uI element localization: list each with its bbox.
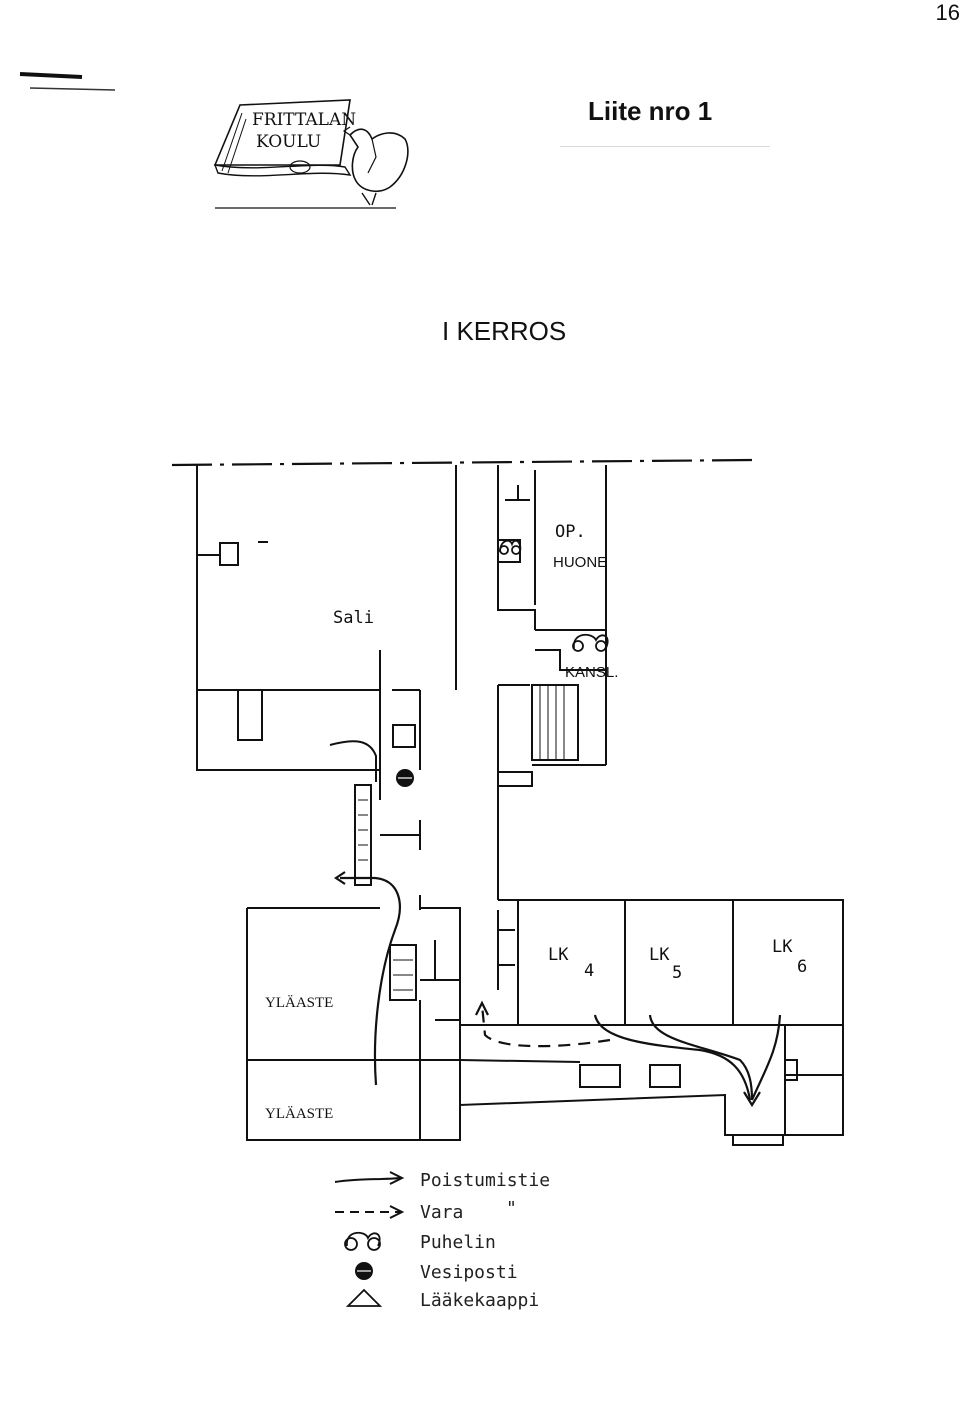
room-lk5: LK (649, 945, 670, 965)
phone-icon (499, 539, 522, 555)
room-op: OP. (555, 522, 586, 542)
legend-first-aid: Lääkekaappi (345, 1288, 539, 1311)
hydrant-icon (396, 769, 414, 787)
room-ylaaste-upper: YLÄASTE (265, 994, 333, 1011)
hydrant-icon (355, 1262, 373, 1280)
first-aid-icon (345, 1288, 383, 1307)
exit-route-ylaaste (340, 876, 401, 1086)
stair-ylaaste (389, 944, 417, 1001)
logo-line2: KOULU (256, 132, 321, 152)
logo-line1: FRITTALAN (252, 110, 356, 130)
legend-exit-route-label: Poistumistie (420, 1170, 550, 1191)
legend-reserve-route-label: Vara (420, 1202, 463, 1223)
legend: Poistumistie Vara " Puhelin Vesiposti (334, 1170, 550, 1311)
legend-phone-label: Puhelin (420, 1232, 496, 1253)
scan-mark (19, 72, 116, 91)
legend-hydrant: Vesiposti (355, 1262, 518, 1283)
legend-hydrant-label: Vesiposti (420, 1262, 518, 1283)
room-ylaaste-lower: YLÄASTE (265, 1105, 333, 1122)
floor-title: I KERROS (442, 316, 567, 346)
room-lk6-number: 6 (797, 957, 807, 977)
room-lk6: LK (772, 937, 793, 957)
phone-icon (344, 1231, 381, 1251)
room-lk5-number: 5 (672, 963, 682, 983)
appendix-underline (560, 146, 770, 147)
room-huone: HUONE (553, 554, 607, 571)
site-boundary (171, 458, 756, 467)
arrow-icon (334, 1171, 405, 1185)
school-logo: FRITTALAN KOULU (213, 99, 409, 209)
room-lk4-number: 4 (584, 961, 594, 981)
phone-icon (572, 633, 609, 652)
book-icon (213, 99, 352, 177)
rooster-icon (342, 126, 409, 206)
exit-routes (334, 871, 782, 1108)
room-kansl: KANSL. (565, 664, 618, 681)
legend-first-aid-label: Lääkekaappi (420, 1290, 539, 1311)
legend-phone: Puhelin (344, 1231, 496, 1253)
floor-plan: Sali OP. HUONE KANSL. LK 4 LK 5 LK 6 YLÄ… (171, 458, 844, 1146)
room-lk4: LK (548, 945, 569, 965)
appendix-label: Liite nro 1 (588, 96, 713, 126)
legend-exit-route: Poistumistie (334, 1170, 550, 1191)
reserve-route (480, 1004, 611, 1048)
legend-reserve-route: Vara " (335, 1198, 517, 1223)
dashed-arrow-icon (335, 1205, 405, 1219)
stair-right (531, 684, 579, 761)
exit-route-lk4 (593, 1014, 752, 1101)
room-sali: Sali (333, 608, 374, 628)
exit-route-lk6 (750, 1014, 782, 1101)
page-number: 16 (935, 0, 960, 25)
legend-reserve-ditto: " (506, 1198, 517, 1219)
sali-wall (196, 465, 380, 771)
stair-left (354, 784, 372, 886)
